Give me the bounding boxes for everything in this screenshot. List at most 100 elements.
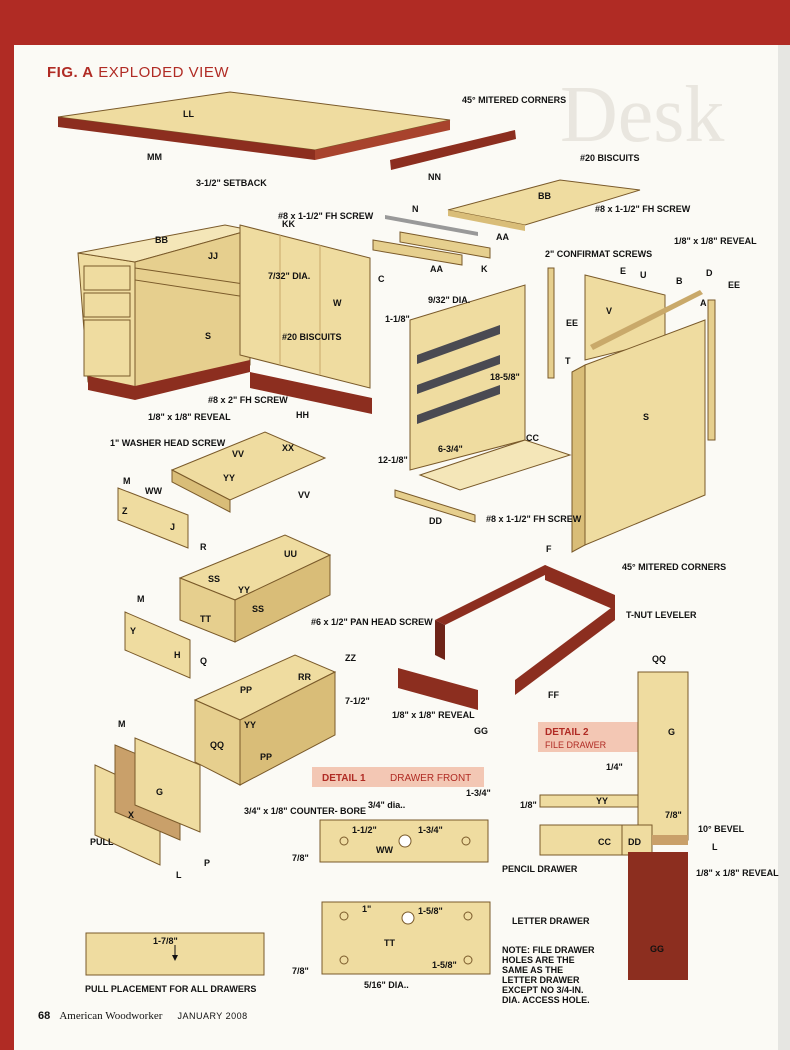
- part-jj: JJ: [208, 251, 218, 261]
- next-page-edge: [778, 45, 790, 1050]
- detail1-counterbore: 3/4" x 1/8" COUNTER- BORE: [244, 806, 366, 816]
- part-ss-1: SS: [208, 574, 220, 584]
- part-k: K: [481, 264, 488, 274]
- label-dim-6-3-4: 6-3/4": [438, 444, 463, 454]
- detail1-dim-7-8-b: 7/8": [292, 966, 309, 976]
- part-ll: LL: [183, 109, 194, 119]
- figure-title-rest: EXPLODED VIEW: [98, 64, 229, 81]
- label-dia-9-32: 9/32" DIA.: [428, 295, 470, 305]
- base-frame-right: [545, 565, 615, 610]
- pedestal-drawer-2: [83, 292, 131, 318]
- note-line: NOTE: FILE DRAWER: [502, 945, 595, 955]
- detail2-dd-label: DD: [628, 837, 641, 847]
- detail2-cc-label: CC: [598, 837, 611, 847]
- label-mitered-top: 45° MITERED CORNERS: [462, 95, 566, 105]
- detail1-num: DETAIL 1: [322, 773, 366, 784]
- detail1-dia-3-4: 3/4" dia..: [368, 800, 405, 810]
- detail1-pencil: PENCIL DRAWER: [502, 864, 578, 874]
- detail2-gg: [628, 852, 688, 980]
- part-bb-right: BB: [538, 191, 551, 201]
- part-u: U: [640, 270, 647, 280]
- detail1-note: NOTE: FILE DRAWER HOLES ARE THE SAME AS …: [502, 945, 595, 1005]
- label-dim-18-5-8: 18-5/8": [490, 372, 520, 382]
- part-kk: KK: [282, 219, 295, 229]
- detail1-banner: [312, 767, 484, 787]
- label-screw-hh: #8 x 2" FH SCREW: [208, 395, 288, 405]
- label-pan-screw: #6 x 1/2" PAN HEAD SCREW: [311, 617, 433, 627]
- part-uu: UU: [284, 549, 297, 559]
- detail1-dim-1-3-4: 1-3/4": [418, 825, 443, 835]
- detail1-ww: WW: [376, 845, 393, 855]
- note-line: LETTER DRAWER: [502, 975, 580, 985]
- part-qq: QQ: [210, 740, 224, 750]
- part-r: R: [200, 542, 207, 552]
- detail2-banner: [538, 722, 646, 752]
- panel-bb-edge: [448, 210, 525, 231]
- desktop-edge: [58, 117, 315, 160]
- part-q: Q: [200, 656, 207, 666]
- pedestal-drawer-1: [83, 265, 131, 291]
- detail2-reveal: 1/8" x 1/8" REVEAL: [696, 868, 779, 878]
- top-border: [0, 0, 790, 45]
- detail1-dim-1-5-8-a: 1-5/8": [418, 906, 443, 916]
- label-mitered-base: 45° MITERED CORNERS: [622, 562, 726, 572]
- figure-title: FIG. A EXPLODED VIEW: [47, 64, 229, 81]
- magazine-name: American Woodworker: [59, 1010, 163, 1022]
- hole-p3: [461, 836, 471, 846]
- detail1-dim-1-1-2: 1-1/2": [352, 825, 377, 835]
- detail1-dim-1-3-4-top: 1-3/4": [466, 788, 491, 798]
- detail2-dim-1-8: 1/8": [520, 800, 537, 810]
- label-reveal-base: 1/8" x 1/8" REVEAL: [392, 710, 475, 720]
- rail-a: [590, 290, 703, 350]
- part-j: J: [170, 522, 175, 532]
- base-frame-back: [435, 565, 555, 625]
- part-d: D: [706, 268, 713, 278]
- detail1-tt: TT: [384, 938, 395, 948]
- part-rr: RR: [298, 672, 311, 682]
- part-s-left: S: [205, 331, 211, 341]
- label-reveal-top: 1/8" x 1/8" REVEAL: [674, 236, 757, 246]
- part-yy-1: YY: [223, 473, 235, 483]
- detail1-letter: LETTER DRAWER: [512, 916, 590, 926]
- part-t: T: [565, 356, 571, 366]
- slide-3: [417, 385, 500, 424]
- figure-title-prefix: FIG. A: [47, 64, 94, 81]
- part-pp-2: PP: [260, 752, 272, 762]
- label-washer-screw: 1" WASHER HEAD SCREW: [110, 438, 226, 448]
- part-mm: MM: [147, 152, 162, 162]
- part-bb-left: BB: [155, 235, 168, 245]
- part-v: V: [606, 306, 612, 316]
- detail1-dim-1: 1": [362, 904, 371, 914]
- front-y: [124, 611, 191, 679]
- base-frame-piece-gg: [398, 668, 478, 710]
- part-qq-detail2: QQ: [652, 654, 666, 664]
- detail2-g: [637, 671, 689, 841]
- case-bottom-cc: [418, 439, 572, 491]
- detail1-name: DRAWER FRONT: [390, 773, 471, 784]
- strip-n: [385, 215, 478, 236]
- base-frame-left: [435, 620, 445, 660]
- detail2-dim-1-4: 1/4": [606, 762, 623, 772]
- detail2-l: [652, 835, 688, 845]
- part-ee-right: EE: [728, 280, 740, 290]
- part-aa-2: AA: [430, 264, 443, 274]
- post-ee-left: [547, 267, 555, 379]
- part-vv-top: VV: [232, 449, 244, 459]
- hole-l2: [401, 911, 415, 925]
- hole-p2: [398, 834, 412, 848]
- label-screw-aa: #8 x 1-1/2" FH SCREW: [595, 204, 691, 214]
- label-dim-1-1-8: 1-1/8": [385, 314, 410, 324]
- detail1-dim-1-5-8-b: 1-5/8": [432, 960, 457, 970]
- part-p: P: [204, 858, 210, 868]
- detail1-dim-7-8-a: 7/8": [292, 853, 309, 863]
- part-h: H: [174, 650, 181, 660]
- label-screw-kk: #8 x 1-1/2" FH SCREW: [278, 211, 374, 221]
- detail1-dia-5-16: 5/16" DIA..: [364, 980, 409, 990]
- hole-p1: [339, 836, 349, 846]
- detail2-dim-7-8: 7/8": [665, 810, 682, 820]
- strip-aa-1: [399, 231, 491, 259]
- part-hh: HH: [296, 410, 309, 420]
- drawer-vv-front: [171, 469, 231, 513]
- drawer-uu-side: [234, 554, 331, 643]
- label-tnut: T-NUT LEVELER: [626, 610, 697, 620]
